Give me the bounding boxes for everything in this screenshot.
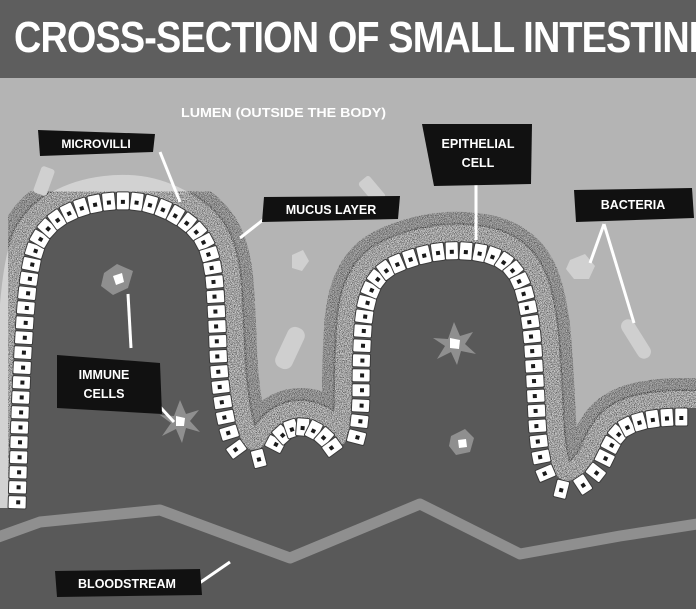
epithelial-cell: [527, 404, 546, 418]
epithelial-cell: [213, 394, 233, 410]
epithelial-cell: [116, 192, 129, 210]
epithelial-cell: [205, 275, 224, 290]
epithelial-cell: [660, 408, 674, 427]
label-epithelial-cell: EPITHELIAL CELL: [422, 124, 532, 186]
intestine-diagram: LUMEN (OUTSIDE THE BODY) MICROVILLI MUCU…: [0, 78, 696, 609]
epithelial-cell: [17, 286, 36, 301]
epithelial-cell: [211, 379, 230, 394]
epithelial-cell: [210, 365, 229, 379]
epithelial-cell: [11, 391, 30, 405]
epithelial-cell: [9, 466, 27, 480]
epithelial-cell: [14, 346, 33, 360]
epithelial-cell: [101, 192, 116, 211]
label-microvilli: MICROVILLI: [38, 130, 155, 156]
immune-cell-core: [458, 439, 467, 448]
title-bar: CROSS-SECTION OF SMALL INTESTINE: [0, 0, 696, 78]
epithelial-cell: [430, 242, 445, 262]
epithelial-cell: [531, 449, 551, 465]
epithelial-cell: [526, 389, 545, 403]
label-bacteria: BACTERIA: [574, 188, 694, 222]
epithelial-cell: [10, 436, 28, 450]
epithelial-cell: [203, 260, 223, 276]
diagram-title: CROSS-SECTION OF SMALL INTESTINE: [14, 14, 599, 62]
epithelial-cell: [8, 481, 26, 495]
epithelial-label-line1: EPITHELIAL: [442, 137, 515, 151]
epithelial-cell: [14, 331, 33, 345]
epithelial-cell: [675, 408, 688, 426]
epithelial-cell: [10, 421, 28, 435]
mucus-layer-label: MUCUS LAYER: [286, 203, 377, 217]
epithelial-cell: [524, 344, 543, 358]
epithelial-cell: [207, 305, 226, 319]
epithelial-cell: [209, 334, 227, 348]
epithelial-cell: [350, 414, 369, 429]
label-bloodstream: BLOODSTREAM: [55, 569, 202, 597]
bloodstream-label: BLOODSTREAM: [78, 577, 176, 591]
epithelial-label-line2: CELL: [462, 156, 495, 170]
epithelial-cell: [526, 374, 545, 388]
epithelial-cell: [352, 384, 370, 397]
epithelial-cell: [8, 496, 26, 510]
epithelial-cell: [522, 329, 541, 344]
microvilli-label: MICROVILLI: [61, 137, 130, 151]
epithelial-cell: [206, 290, 225, 304]
epithelial-cell: [528, 419, 547, 433]
epithelial-cell: [520, 314, 540, 329]
epithelial-cell: [445, 242, 458, 260]
epithelial-cell: [354, 309, 374, 324]
epithelial-cell: [209, 349, 228, 363]
epithelial-cell: [11, 406, 29, 420]
label-mucus-layer: MUCUS LAYER: [262, 196, 400, 222]
epithelial-cell: [9, 451, 27, 465]
bacteria-label: BACTERIA: [601, 198, 666, 212]
epithelial-cell: [525, 359, 544, 373]
epithelial-cell: [459, 242, 473, 261]
epithelial-cell: [208, 319, 227, 333]
epithelial-cell: [353, 324, 372, 338]
epithelial-cell: [12, 376, 31, 390]
epithelial-cell: [352, 354, 370, 368]
lumen-label: LUMEN (OUTSIDE THE BODY): [181, 106, 386, 120]
epithelial-cell: [518, 300, 538, 316]
epithelial-cell: [645, 409, 661, 429]
epithelial-cell: [352, 369, 370, 382]
epithelial-cell: [353, 339, 372, 353]
epithelial-cell: [15, 316, 34, 330]
epithelial-cell: [351, 399, 370, 413]
label-immune-cells: IMMUNE CELLS: [57, 355, 162, 414]
epithelial-cell: [19, 271, 39, 286]
immune-label-line2: CELLS: [84, 387, 125, 401]
epithelial-cell: [16, 301, 35, 315]
epithelial-cell: [529, 434, 548, 449]
epithelial-cell: [13, 361, 32, 375]
immune-label-line1: IMMUNE: [79, 368, 130, 382]
